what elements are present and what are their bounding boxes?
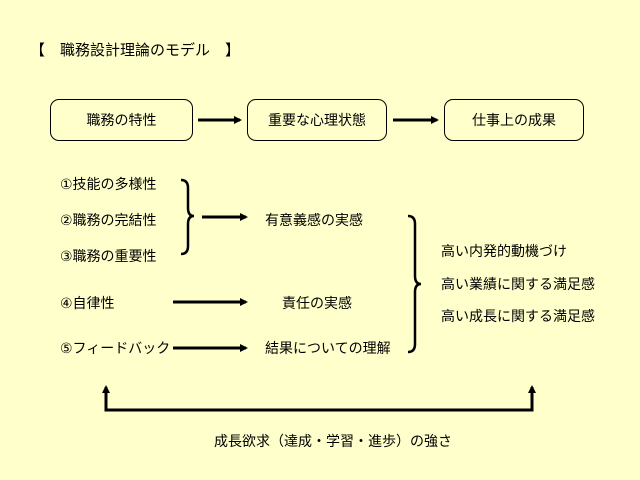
moderator-label: 成長欲求（達成・学習・進歩）の強さ [214,434,452,450]
characteristic-skill-variety: ①技能の多様性 [60,177,157,193]
brace-characteristics [180,178,195,256]
state-knowledge-of-results: 結果についての理解 [265,341,391,357]
brace-states [407,214,422,354]
box-label: 重要な心理状態 [268,113,366,129]
box-label: 職務の特性 [86,113,157,129]
characteristic-feedback: ⑤フィードバック [60,341,171,357]
state-responsibility: 責任の実感 [282,296,352,312]
box-work-outcomes: 仕事上の成果 [444,99,584,141]
box-psychological-states: 重要な心理状態 [247,99,387,141]
outcome-motivation: 高い内発的動機づけ [441,244,567,260]
characteristic-task-identity: ②職務の完結性 [60,213,157,229]
state-meaningfulness: 有意義感の実感 [265,213,363,229]
outcome-growth-satisfaction: 高い成長に関する満足感 [441,309,595,325]
moderator-bracket [104,392,534,412]
page-title: 【 職務設計理論のモデル 】 [30,41,241,59]
characteristic-task-significance: ③職務の重要性 [60,249,157,265]
box-job-characteristics: 職務の特性 [50,99,193,141]
box-label: 仕事上の成果 [472,113,556,129]
characteristic-autonomy: ④自律性 [60,296,115,312]
outcome-performance-satisfaction: 高い業績に関する満足感 [441,277,595,293]
